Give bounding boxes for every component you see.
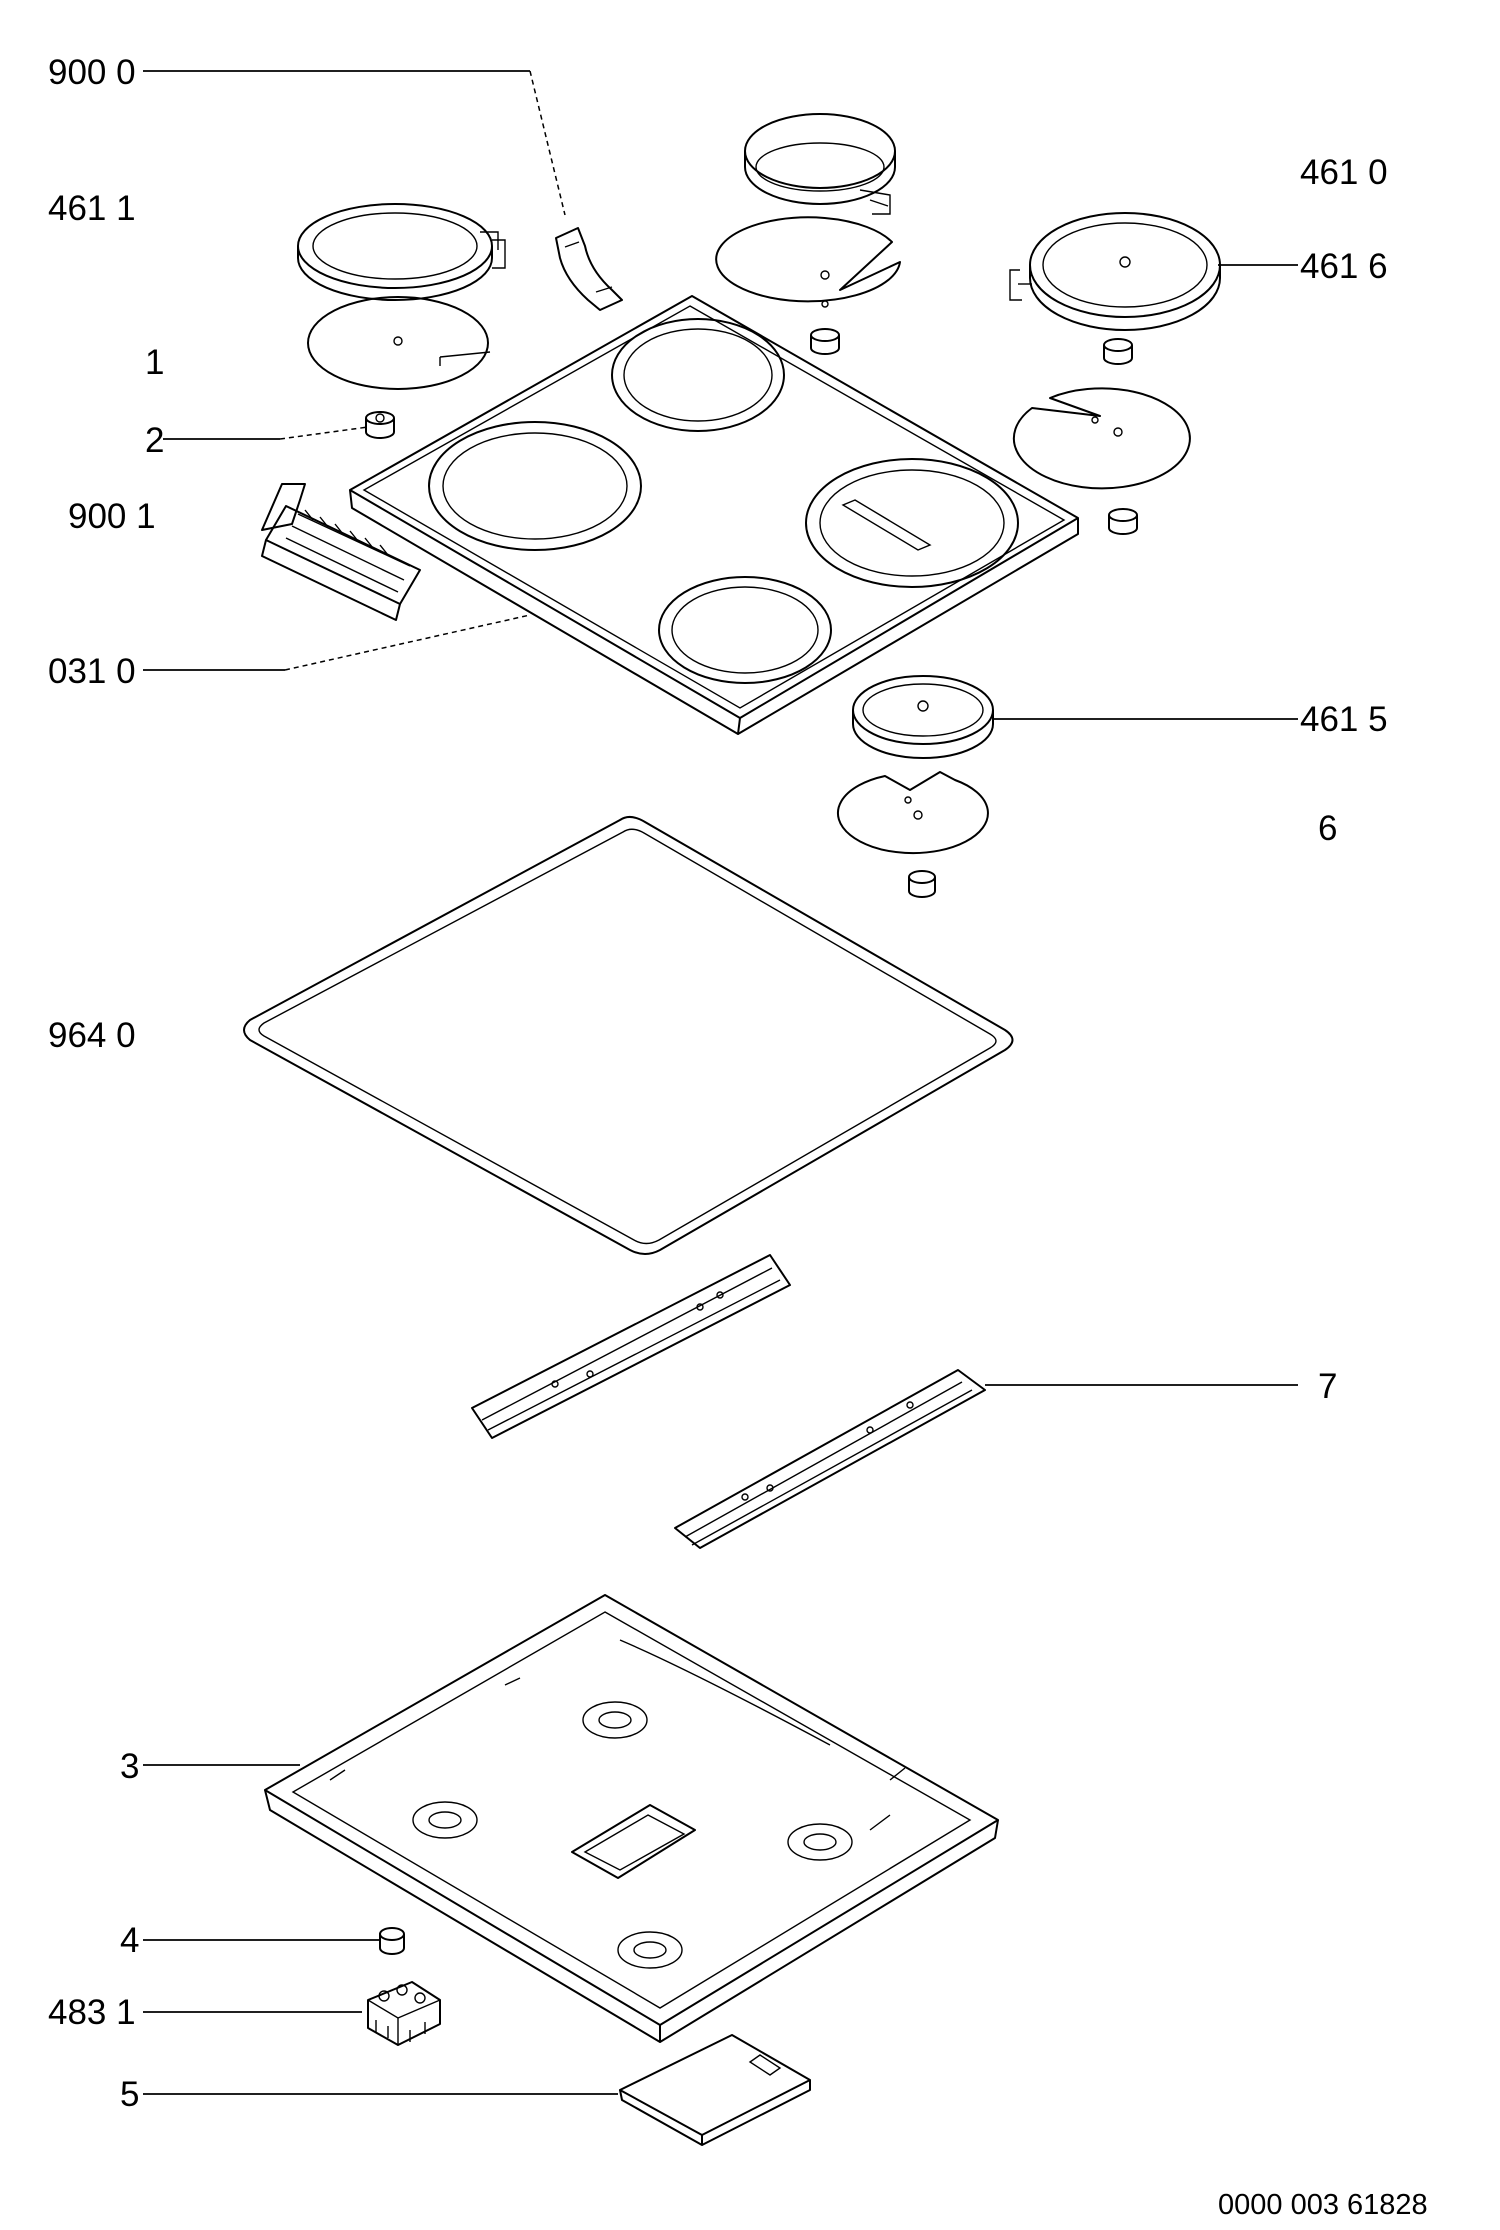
nut-461-6 [1103, 338, 1133, 365]
callout-labels: 900 0 461 1 1 2 900 1 031 0 461 0 461 6 … [48, 53, 1428, 2221]
label-461-1: 461 1 [48, 189, 136, 228]
leader-lines [143, 70, 1298, 2095]
foot-4 [379, 1927, 405, 1955]
label-461-5: 461 5 [1300, 700, 1388, 739]
label-1: 1 [145, 343, 164, 382]
reflector-disc-461-0 [715, 216, 901, 308]
label-964-0: 964 0 [48, 1016, 136, 1055]
reflector-disc-461-6 [1012, 387, 1191, 490]
cover-plate-5 [619, 2034, 811, 2146]
label-900-0: 900 0 [48, 53, 136, 92]
label-461-6: 461 6 [1300, 247, 1388, 286]
gasket-964-0 [243, 816, 1014, 1255]
hotplate-461-1 [297, 203, 506, 301]
label-900-1: 900 1 [68, 497, 156, 536]
hotplate-461-0 [744, 113, 896, 215]
label-4: 4 [120, 1921, 139, 1960]
label-5: 5 [120, 2075, 139, 2114]
hotplate-461-6 [1009, 212, 1221, 331]
label-3: 3 [120, 1747, 139, 1786]
label-461-0: 461 0 [1300, 153, 1388, 192]
rail-lower-7 [674, 1369, 986, 1549]
nut-461-0 [810, 328, 840, 355]
hotplate-461-5 [852, 675, 994, 759]
document-number: 0000 003 61828 [1218, 2189, 1428, 2221]
base-tray-3 [264, 1594, 999, 2043]
hob-top-031-0 [349, 295, 1079, 735]
nut-right [1108, 508, 1138, 535]
rail-upper [471, 1254, 791, 1439]
label-7: 7 [1318, 1367, 1337, 1406]
terminal-strip-900-1 [261, 483, 421, 621]
label-2: 2 [145, 421, 164, 460]
label-6: 6 [1318, 809, 1337, 848]
terminal-block-483-1 [367, 1981, 441, 2046]
nut-2 [365, 411, 395, 439]
label-031-0: 031 0 [48, 652, 136, 691]
bracket-900-0 [555, 227, 623, 311]
label-483-1: 483 1 [48, 1993, 136, 2032]
reflector-disc-6 [837, 771, 989, 855]
nut-6 [908, 870, 936, 898]
reflector-disc-1 [307, 296, 491, 390]
